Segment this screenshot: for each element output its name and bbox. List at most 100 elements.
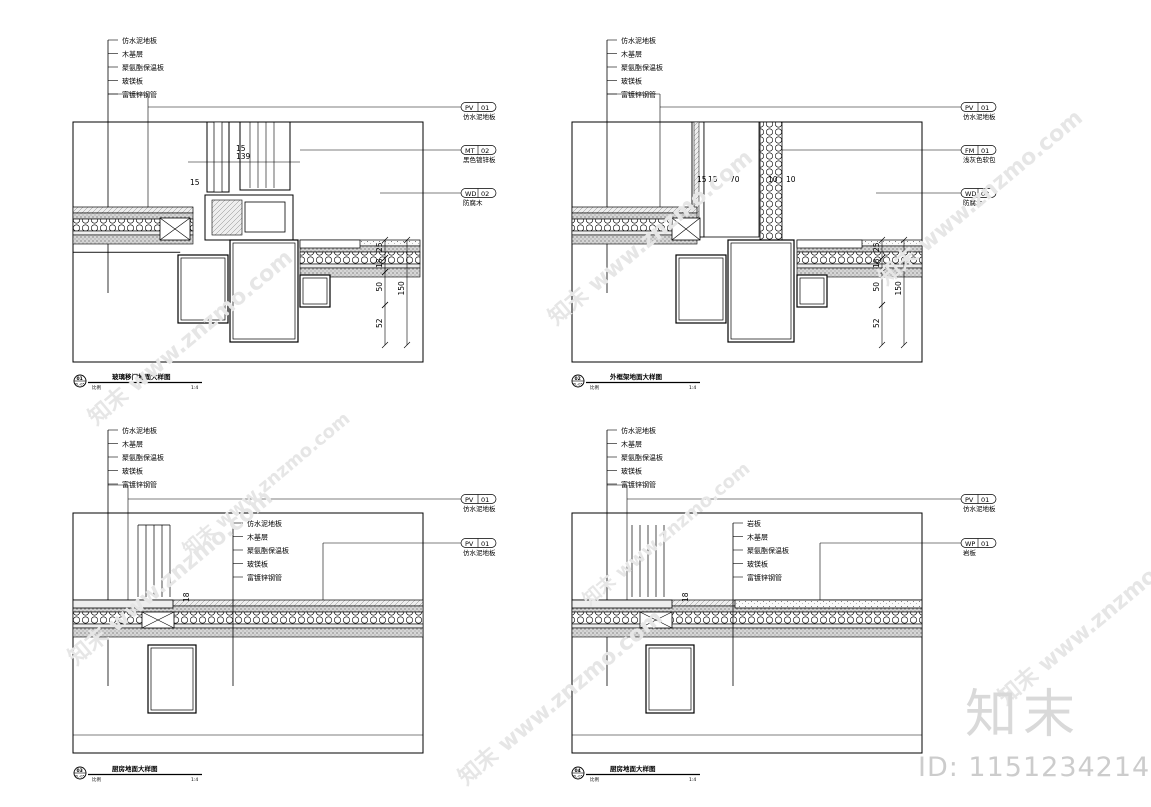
p3b-layer-label: 聚氨酯保温板 (247, 546, 289, 555)
p1-layer-label: 富镀锌钢管 (122, 90, 157, 99)
p3-layer-label: 聚氨酯保温板 (122, 453, 164, 462)
steel-tube (229, 239, 299, 343)
dimension-text: 50 (872, 282, 881, 292)
tag-number: 01 (981, 540, 989, 548)
steel-tube (147, 644, 197, 714)
dimension-tick (878, 341, 886, 349)
scale-value: 1:4 (689, 385, 696, 391)
dimension-tick (878, 301, 886, 309)
p4-layer-label: 仿水泥地板 (621, 426, 656, 435)
tag-code: PV (465, 540, 474, 548)
raised-step (571, 599, 673, 609)
mgo-board-layer (796, 263, 923, 269)
p4-layer-label: 木基层 (621, 440, 642, 449)
tag-name: 防腐木 (963, 198, 983, 207)
dimension-text: 15 (236, 144, 246, 153)
scale-label: 比例 (92, 776, 101, 783)
tag-code: PV (465, 496, 474, 504)
tag-name: 仿水泥地板 (463, 112, 496, 121)
tag-pill (460, 494, 497, 504)
finish-layer (571, 206, 698, 214)
p4-layer-label: 聚氨酯保温板 (621, 453, 663, 462)
dimension-tick (878, 254, 886, 262)
tag-number: 02 (481, 147, 489, 155)
tag-number: 01 (481, 104, 489, 112)
dimension-tick (381, 268, 389, 276)
dimension-text: 25 (872, 242, 881, 252)
tag-pill (460, 188, 497, 198)
steel-tube-inner (180, 257, 226, 321)
title-number: 04 (575, 768, 581, 774)
p1-layer-label: 玻镁板 (122, 77, 143, 86)
scale-label: 比例 (590, 384, 599, 391)
dimension-tick (878, 236, 886, 244)
steel-tube-inner (648, 647, 692, 711)
tag-number: 01 (981, 147, 989, 155)
p1-layer-label: 聚氨酯保温板 (122, 63, 164, 72)
dimension-text: 52 (375, 318, 384, 328)
dimension-tick (381, 254, 389, 262)
scale-value: 1:4 (689, 777, 696, 783)
title-sheet-ref: PL-05 (75, 775, 85, 779)
steel-tube-inner (730, 242, 792, 340)
dimension-text: 18 (375, 258, 384, 268)
dimension-tick (381, 301, 389, 309)
wood-block-cross (671, 217, 701, 241)
steel-tube-inner (150, 647, 194, 711)
steel-tube-inner (678, 257, 724, 321)
tag-pill (960, 188, 997, 198)
dimension-tick (900, 236, 908, 244)
dimension-text: 15 (190, 178, 200, 187)
p4b-layer-label: 木基层 (747, 533, 768, 542)
tag-pill (960, 538, 997, 548)
tag-name: 黑色镀锌板 (463, 155, 496, 164)
wood-block-cross (639, 611, 673, 629)
title-text: 玻璃移门地面大样图 (112, 372, 171, 381)
steel-tube (299, 274, 331, 308)
tag-name: 防腐木 (463, 198, 483, 207)
title-sheet-ref: PL-05 (573, 775, 583, 779)
mgo-board-layer (571, 623, 923, 629)
tag-name: 仿水泥地板 (463, 548, 496, 557)
tag-number: 01 (481, 496, 489, 504)
p4b-layer-label: 岩板 (747, 519, 761, 528)
p4-layer-label: 玻镁板 (621, 467, 642, 476)
scale-label: 比例 (590, 776, 599, 783)
title-number: 01 (77, 376, 83, 382)
tag-pill (460, 538, 497, 548)
title-text: 外框架地面大样图 (610, 372, 663, 381)
steel-tube (675, 254, 727, 324)
tag-pill (460, 102, 497, 112)
tag-name: 仿水泥地板 (463, 504, 496, 513)
concrete-layer (796, 267, 923, 278)
dimension-text: 10 (786, 175, 796, 184)
tag-code: WD (965, 190, 976, 198)
steel-tube-inner (302, 277, 328, 305)
tag-pill (960, 145, 997, 155)
scale-value: 1:4 (191, 385, 198, 391)
concrete-layer (72, 627, 424, 638)
dimension-text: 10 (768, 175, 778, 184)
tag-code: PV (965, 104, 974, 112)
p3-layer-label: 仿水泥地板 (122, 426, 157, 435)
title-text: 厨房地面大样图 (112, 764, 158, 773)
steel-tube (727, 239, 795, 343)
tag-code: PV (965, 496, 974, 504)
tag-code: WD (465, 190, 476, 198)
dimension-text: 15 (708, 175, 718, 184)
deck-board (299, 239, 361, 249)
dimension-text: 150 (894, 281, 903, 296)
id-label: ID: 1151234214 (918, 752, 1151, 783)
tag-code: MT (465, 147, 475, 155)
title-sheet-ref: PL-05 (75, 383, 85, 387)
threshold-inner (211, 199, 243, 236)
dimension-text: 70 (730, 175, 740, 184)
deck-board (796, 239, 863, 249)
stone-slab (734, 599, 923, 609)
dimension-text: 15 (697, 175, 707, 184)
dimension-text: 50 (375, 282, 384, 292)
tag-code: PV (465, 104, 474, 112)
dimension-tick (900, 341, 908, 349)
